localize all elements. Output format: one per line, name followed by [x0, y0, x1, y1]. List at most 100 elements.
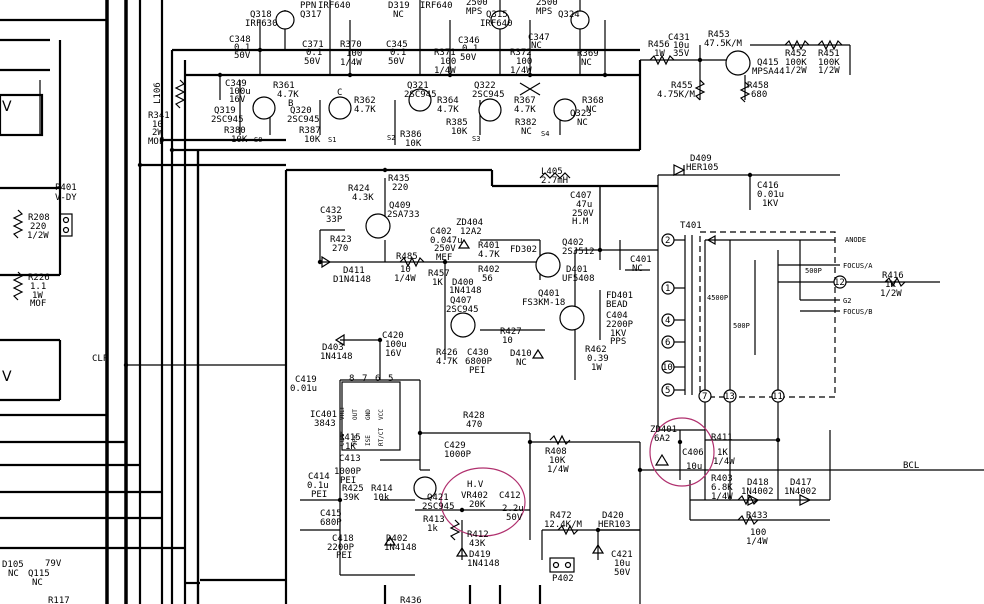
lbl-c346-v: 0.1	[462, 44, 478, 54]
lbl-r425: R425	[342, 484, 364, 494]
lbl-r117: R117	[48, 596, 70, 604]
lbl-c430-t: PEI	[469, 366, 485, 376]
lbl-vr402-v: 20K	[469, 500, 486, 510]
lbl-c429-v: 1000P	[444, 450, 472, 460]
lbl-r423-v: 270	[332, 244, 348, 254]
lbl-2500-b: 2500	[536, 0, 558, 8]
lbl-r435: R435	[388, 174, 410, 184]
lbl-c414-v: 0.1u	[307, 481, 329, 491]
lbl-c347: C347	[528, 33, 550, 43]
net-labels: V V CLP BCL ANODE FOCUS/A G2 FOCUS/B H.V…	[2, 99, 919, 569]
net-g2: G2	[843, 297, 851, 305]
lbl-d401: D401	[566, 265, 588, 275]
t-pin-12: 12	[834, 278, 845, 288]
lbl-q321: Q321	[407, 81, 429, 91]
lbl-c407-t: H.M	[572, 217, 589, 227]
p402-label: P402	[552, 574, 574, 584]
lbl-r456: R456	[648, 40, 670, 50]
p401-sub: V-DY	[55, 193, 77, 203]
lbl-r451-w: 1/2W	[818, 66, 840, 76]
labels-middle: R435 220 R424 4.3K Q409 2SA733 C432 33P …	[2, 174, 634, 604]
ic-pin-gnd: GND	[365, 409, 372, 420]
lbl-d418: D418	[747, 478, 769, 488]
lbl-r455-v: 4.75K/M	[657, 90, 696, 100]
lbl-d105: D105	[2, 560, 24, 570]
lbl-c429: C429	[444, 441, 466, 451]
lbl-q415-part: MPSA44	[752, 67, 785, 77]
ic-pin-vfb: VFB	[352, 435, 359, 446]
lbl-r424-v: 4.3K	[352, 193, 374, 203]
lbl-q319: Q319	[214, 106, 236, 116]
lbl-r453: R453	[708, 30, 730, 40]
lbl-q401: Q401	[538, 289, 560, 299]
lbl-r423: R423	[330, 235, 352, 245]
lbl-d420-part: HER103	[598, 520, 631, 530]
lbl-r435-v: 220	[392, 183, 408, 193]
ic-pin-comp: COMP	[339, 431, 346, 446]
lbl-d419-part: 1N4148	[467, 559, 500, 569]
lbl-r472-v: 12.4K/M	[544, 520, 583, 530]
lbl-r387-v: 10K	[304, 135, 321, 145]
lbl-r455: R455	[671, 81, 693, 91]
lbl-r451-v: 100K	[818, 58, 840, 68]
lbl-d105-nc: NC	[8, 569, 19, 579]
lbl-mps-a: MPS	[466, 7, 482, 17]
lbl-c421-v: 10u	[614, 559, 630, 569]
net-focus-b: FOCUS/B	[843, 308, 873, 316]
lbl-c430-v: 6800P	[465, 357, 493, 367]
ic-pin-ise: ISE	[365, 435, 372, 446]
lbl-d409: D409	[690, 154, 712, 164]
lbl-r452-v: 100K	[785, 58, 807, 68]
ic-pin-5: 5	[388, 374, 393, 384]
lbl-r380: R380	[224, 126, 246, 136]
lbl-d402: D402	[386, 534, 408, 544]
lbl-c371: C371	[302, 40, 324, 50]
lbl-c416-v: 0.01u	[757, 190, 784, 200]
ic-pin-7: 7	[362, 374, 367, 384]
lbl-cap-500p-b: 500P	[805, 267, 822, 275]
lbl-r386: R386	[400, 130, 422, 140]
lbl-q407: Q407	[450, 296, 472, 306]
lbl-r462-v: 0.39	[587, 354, 609, 364]
lbl-r425-v: 39K	[343, 493, 360, 503]
lbl-r403-w: 1/4W	[711, 492, 733, 502]
net-hv: H.V	[467, 480, 484, 490]
lbl-c401-nc: NC	[632, 264, 643, 274]
lbl-r428: R428	[463, 411, 485, 421]
highlight-vr402	[440, 467, 526, 537]
lbl-r208: R208	[28, 213, 50, 223]
lbl-c401: C401	[630, 255, 652, 265]
lbl-c412-v: 2.2u	[502, 504, 524, 514]
lbl-r362-v: 4.7K	[354, 105, 376, 115]
lbl-r428-v: 470	[466, 420, 482, 430]
lbl-c406: C406	[682, 448, 704, 458]
lbl-c404-v: 2200P	[606, 320, 634, 330]
lbl-c402-r: 250V	[434, 244, 456, 254]
lbl-c416-r: 1KV	[762, 199, 779, 209]
lbl-r371: R371	[434, 48, 456, 58]
lbl-c348-r: 50V	[234, 51, 251, 61]
lbl-c421-r: 50V	[614, 568, 631, 578]
top-wiring	[172, 0, 851, 150]
lbl-r226-w: 1W	[32, 291, 43, 301]
lbl-r411-w: 1/4W	[713, 457, 735, 467]
lbl-vr402: VR402	[461, 491, 488, 501]
lbl-c412: C412	[499, 491, 521, 501]
net-focus-a: FOCUS/A	[843, 262, 873, 270]
lbl-r424: R424	[348, 184, 370, 194]
t-pin-1: 1	[665, 284, 670, 294]
lbl-c407: C407	[570, 191, 592, 201]
lbl-d411: D411	[343, 266, 365, 276]
lbl-c418-t: PEI	[336, 551, 352, 561]
lbl-zd401: ZD401	[650, 425, 677, 435]
lbl-r436: R436	[400, 596, 422, 604]
lbl-r416-v: 1K	[885, 280, 896, 290]
lbl-r370: R370	[340, 40, 362, 50]
lbl-c419-v: 0.01u	[290, 384, 317, 394]
lbl-r485-w: 1/4W	[394, 274, 416, 284]
lbl-q402-part: 2SJ512	[562, 247, 595, 257]
lbl-r401: R401	[478, 241, 500, 251]
lbl-r369-nc: NC	[581, 58, 592, 68]
lbl-cap-500p-a: 500P	[733, 322, 750, 330]
